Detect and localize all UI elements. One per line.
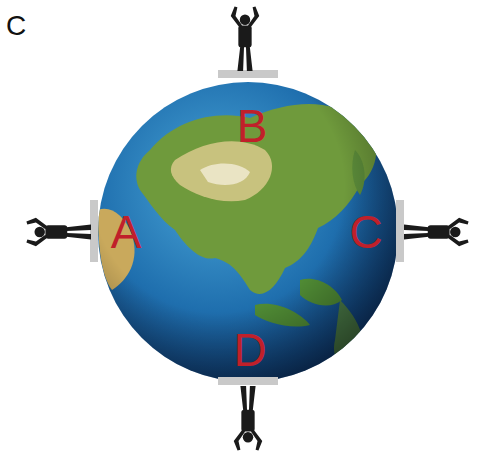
position-letter: B [237, 103, 268, 149]
position-letter: A [111, 209, 142, 255]
position-letter: D [233, 327, 266, 373]
position-letter: C [349, 209, 382, 255]
panel-letter: C [6, 12, 26, 40]
